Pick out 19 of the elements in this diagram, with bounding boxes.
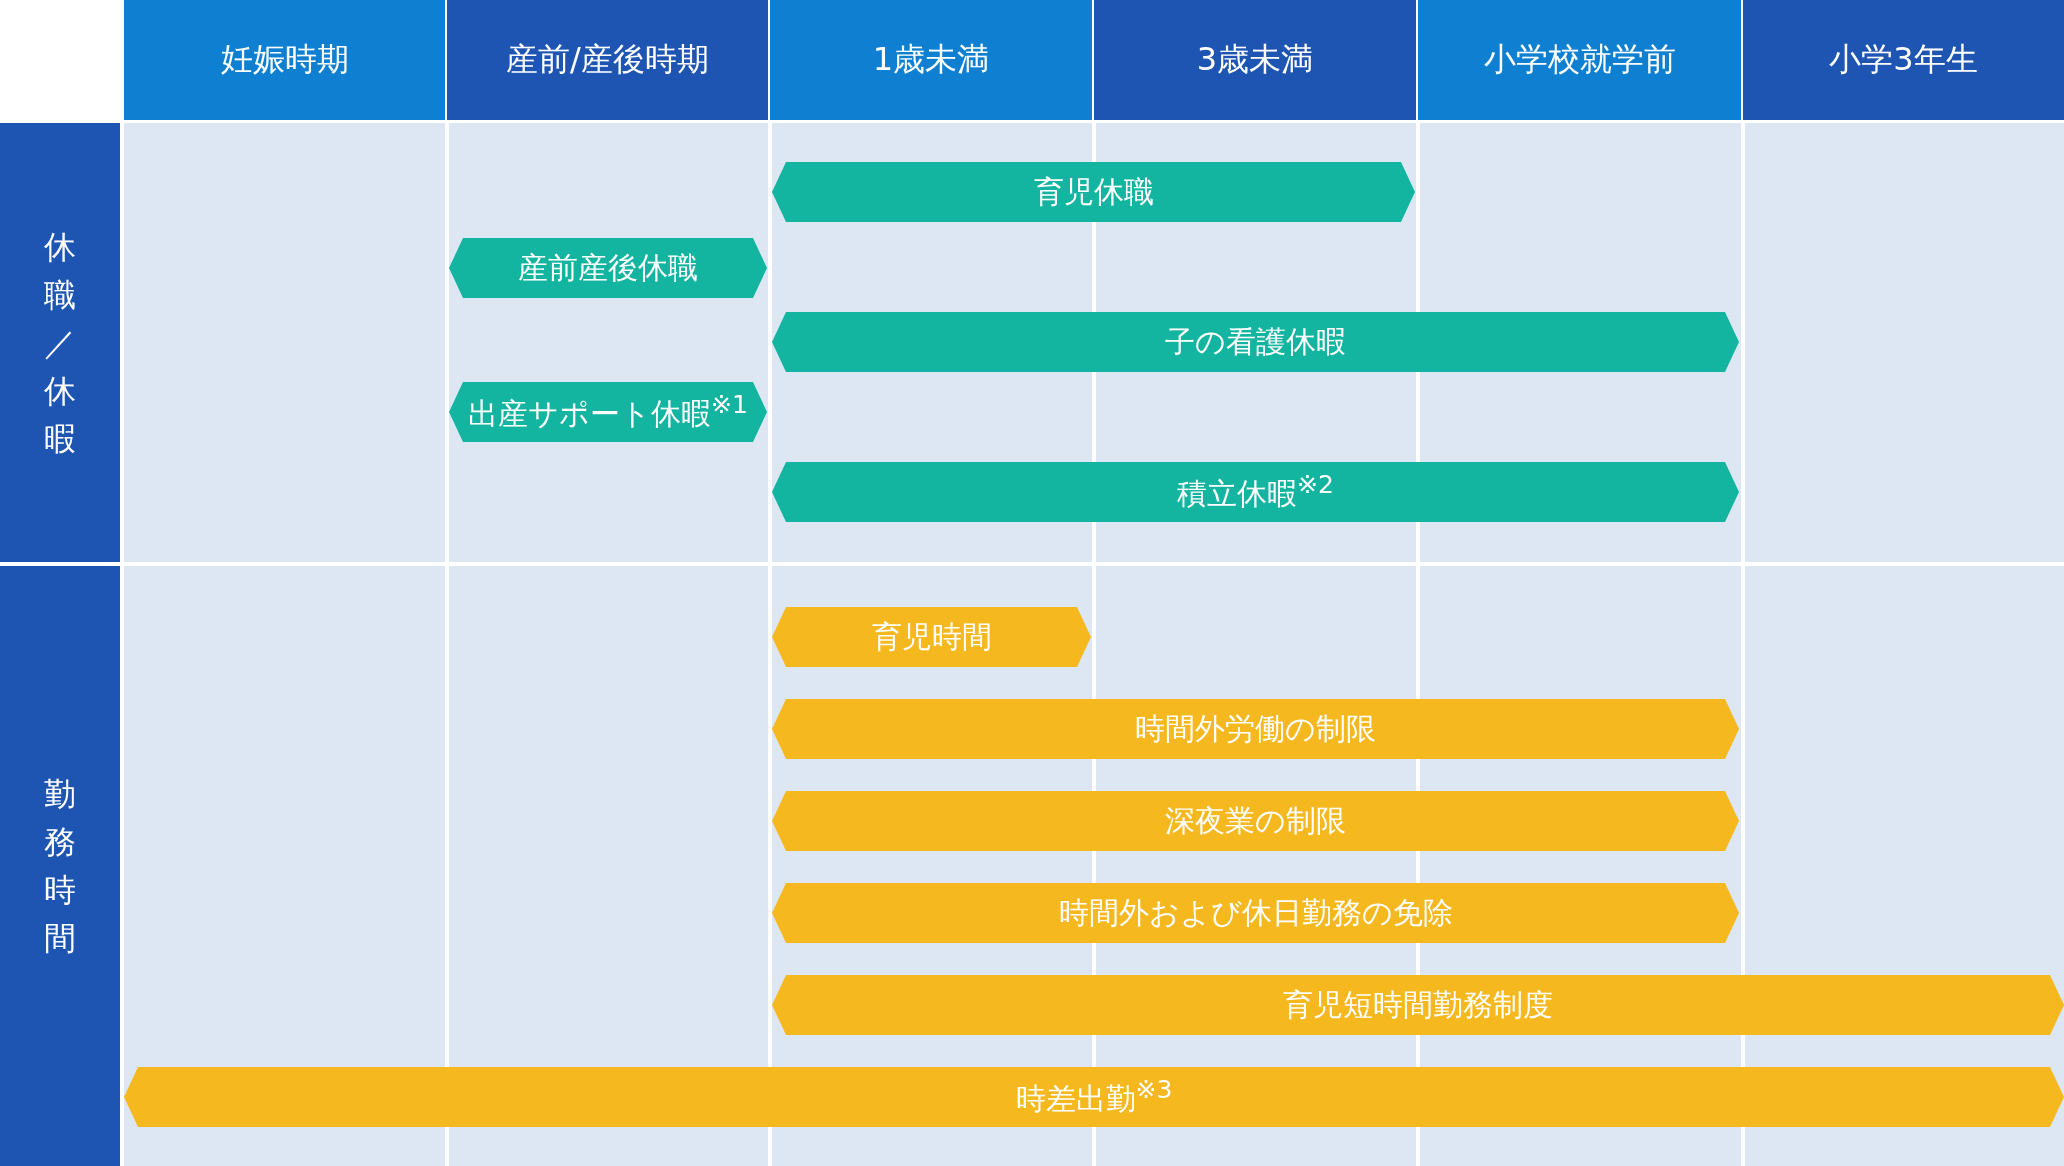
- row-header: 休職／休暇: [0, 123, 120, 562]
- period-bar: 深夜業の制限: [772, 791, 1739, 851]
- period-bar: 育児短時間勤務制度: [772, 975, 2064, 1035]
- column-header: 妊娠時期: [124, 0, 445, 120]
- period-bar: 育児時間: [772, 607, 1091, 667]
- period-bar: 子の看護休暇: [772, 312, 1739, 372]
- column-header: 3歳未満: [1094, 0, 1416, 120]
- column-header: 1歳未満: [770, 0, 1092, 120]
- period-bar: 育児休職: [772, 162, 1415, 222]
- period-bar: 積立休暇$^{※2}$: [772, 462, 1739, 522]
- period-bar: 時差出勤$^{※3}$: [124, 1067, 2064, 1127]
- row-header: 勤務時間: [0, 566, 120, 1166]
- period-bar: 時間外および休日勤務の免除: [772, 883, 1739, 943]
- period-bar: 時間外労働の制限: [772, 699, 1739, 759]
- column-header: 小学校就学前: [1418, 0, 1741, 120]
- period-bar: 出産サポート休暇$^{※1}$: [449, 382, 767, 442]
- column-header: 産前/産後時期: [447, 0, 768, 120]
- period-bar: 産前産後休職: [449, 238, 767, 298]
- column-header: 小学3年生: [1743, 0, 2064, 120]
